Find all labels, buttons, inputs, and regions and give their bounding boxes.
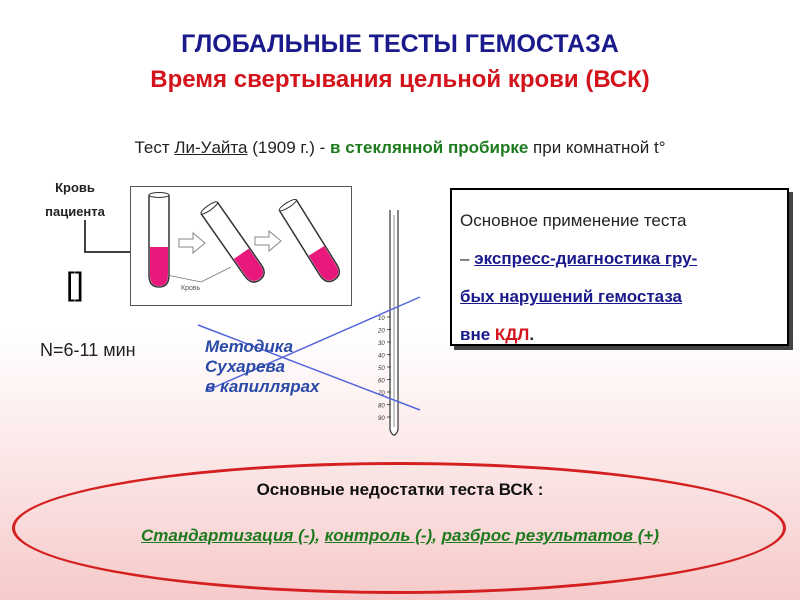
drawbacks-ellipse [12, 462, 786, 594]
scale-label: 40 [378, 354, 385, 360]
scale-label: 10 [378, 316, 385, 322]
scale-label: 60 [378, 379, 385, 385]
blood-label: Кровь пациента [20, 176, 130, 224]
test-tube-tilted [200, 201, 265, 283]
page-subtitle: Время свертывания цельной крови (ВСК) [150, 66, 650, 93]
scale-label: 50 [378, 366, 385, 372]
test-tube-tilted [278, 198, 340, 283]
cross-line [197, 324, 421, 411]
test-prefix: Тест [134, 138, 175, 157]
arrow-icon [254, 229, 282, 253]
drawbacks-list: Стандартизация (-), контроль (-), разбро… [140, 526, 660, 545]
application-rough: гру- [664, 249, 698, 268]
capillary-tube [389, 210, 399, 436]
drawback-spread: разброс результатов (+) [441, 526, 660, 545]
sukharev-line2: Сухарева [205, 357, 285, 376]
scale-label: 30 [378, 341, 385, 347]
blood-label-line2: пациента [45, 204, 105, 219]
drawbacks-title: Основные недостатки теста ВСК : [256, 480, 544, 499]
test-name: Ли-Уайта [174, 138, 248, 157]
norm-value: N=6-11 мин [40, 340, 136, 360]
application-line1: Основное применение теста [460, 211, 687, 230]
sukharev-method: Методика Сухарева в капиллярах [205, 337, 320, 397]
scale-label: 90 [378, 416, 385, 422]
drawback-control: контроль (-) [324, 526, 433, 545]
capillary-scale: 10 20 30 40 50 60 70 80 90 [377, 316, 391, 422]
application-line3: бых нарушений гемостаза [460, 287, 682, 306]
application-line2: – экспресс-диагностика гру- [460, 249, 698, 268]
arrow-icon [178, 231, 206, 255]
scale-label: 20 [377, 329, 385, 335]
drawback-standardization: Стандартизация (-) [140, 526, 316, 545]
test-year: (1909 г.) - [247, 138, 331, 157]
blood-label-line1: Кровь [55, 180, 95, 195]
test-suffix: при комнатной t° [528, 138, 666, 157]
application-box: Основное применение теста – экспресс-диа… [450, 188, 789, 346]
test-description: Тест Ли-Уайта (1909 г.) - в стеклянной п… [0, 138, 800, 158]
application-line4: вне КДЛ. [460, 325, 535, 344]
scale-label: 70 [378, 391, 385, 397]
sukharev-line3: в капиллярах [205, 377, 320, 396]
scale-label: 80 [378, 404, 385, 410]
application-express: экспресс-диагностика [474, 249, 665, 268]
application-kdl: КДЛ [494, 325, 530, 344]
test-tube-upright [148, 192, 170, 288]
capillary-illustration: 10 20 30 40 50 60 70 80 90 [197, 210, 421, 436]
sukharev-line1: Методика [205, 337, 294, 356]
bracket-symbol: [] [66, 266, 84, 302]
test-method: в стеклянной пробирке [330, 138, 529, 157]
tube-caption: Кровь [181, 285, 201, 292]
cross-line [207, 296, 421, 391]
test-tubes-illustration: Кровь [130, 186, 352, 306]
page-title: ГЛОБАЛЬНЫЕ ТЕСТЫ ГЕМОСТАЗА [181, 30, 619, 58]
